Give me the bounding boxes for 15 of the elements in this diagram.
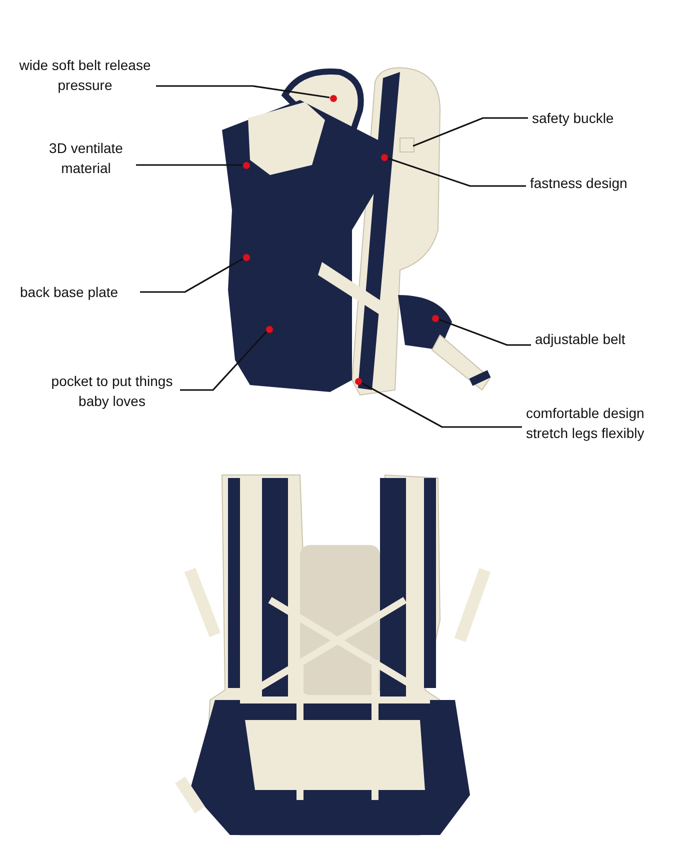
callout-label: pocket to put things baby loves <box>48 371 176 411</box>
leader-line <box>438 318 531 346</box>
callout-label: 3D ventilate material <box>40 138 132 178</box>
callout-label: adjustable belt <box>535 329 660 349</box>
callout-label: wide soft belt release pressure <box>18 55 152 95</box>
leader-line <box>387 157 526 187</box>
leader-line <box>156 85 330 98</box>
leader-line <box>180 331 268 391</box>
callout-label: back base plate <box>20 282 136 302</box>
callout-label: fastness design <box>530 173 650 193</box>
callout-label: safety buckle <box>532 108 632 128</box>
callout-label: comfortable design stretch legs flexibly <box>526 403 671 443</box>
leader-line <box>140 258 244 293</box>
leader-line <box>360 382 522 428</box>
leader-line <box>412 117 528 147</box>
